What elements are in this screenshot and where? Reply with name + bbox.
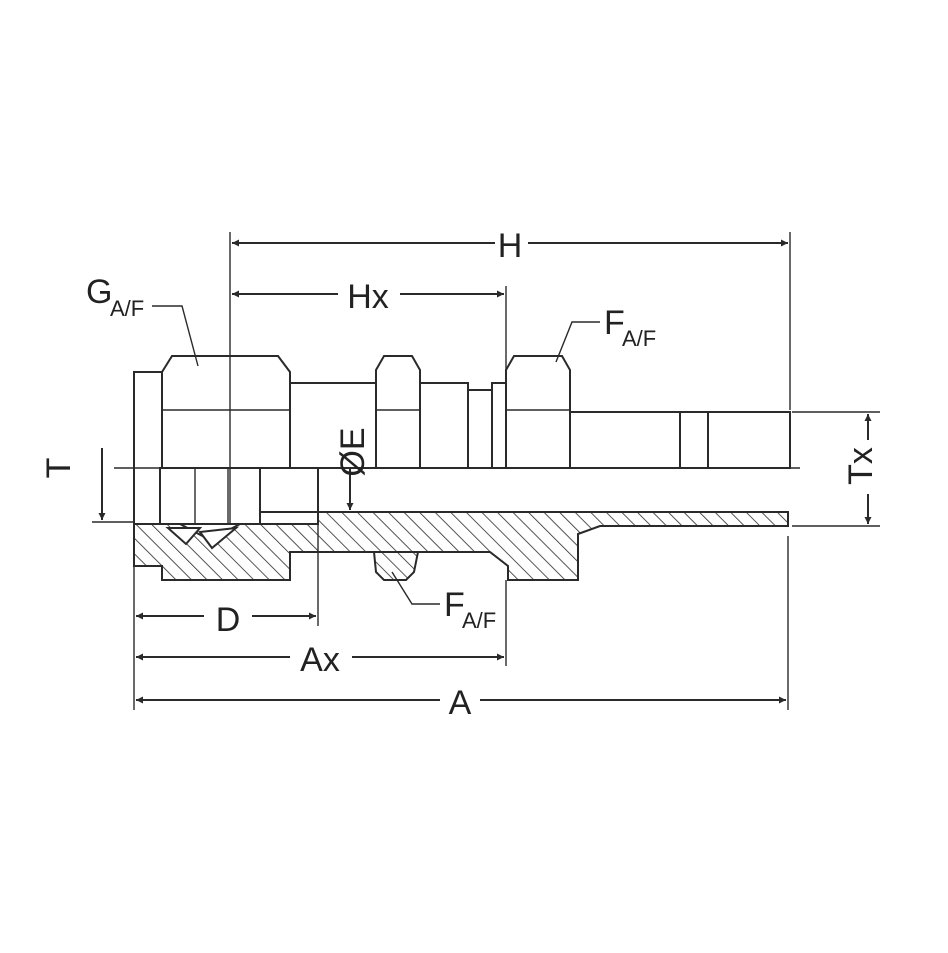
label-hx: Hx [347,278,389,316]
label-f-bottom: F [444,586,465,624]
dimension-h: H [229,227,791,524]
hatched-section [133,511,789,581]
label-g: G [86,273,112,311]
label-tx: Tx [842,447,880,485]
label-d: D [216,601,241,639]
callout-g: G A/F [86,273,199,367]
tube-tail [569,411,681,469]
label-a: A [449,684,472,722]
label-g-sub: A/F [110,296,144,321]
dimension-tx: Tx [792,411,880,527]
tube-end [707,411,791,469]
label-f-top-sub: A/F [622,326,656,351]
nut-f-lower [372,551,420,581]
nut-g [161,355,291,469]
dimension-e: ØE [334,427,372,510]
ferrule-zone [159,467,261,525]
body-shank [289,382,377,469]
label-f-bottom-sub: A/F [462,608,496,633]
fitting-body [114,355,800,525]
label-h: H [498,227,523,265]
nut-f-right [505,355,571,469]
label-f-top: F [604,304,625,342]
thread-section [419,382,469,469]
callout-f-top: F A/F [555,304,656,363]
nut-g-skirt [259,467,319,513]
section-view [133,511,789,581]
dimension-ax: Ax [136,580,507,679]
dimension-t: T [40,448,134,523]
dimension-d: D [133,512,319,710]
dimension-hx: Hx [232,278,507,370]
nut-f-middle [375,355,421,469]
label-t: T [40,458,78,479]
dimension-a: A [136,536,789,722]
label-e: ØE [334,427,372,476]
label-ax: Ax [300,641,340,679]
callout-f-bottom: F A/F [391,571,496,633]
